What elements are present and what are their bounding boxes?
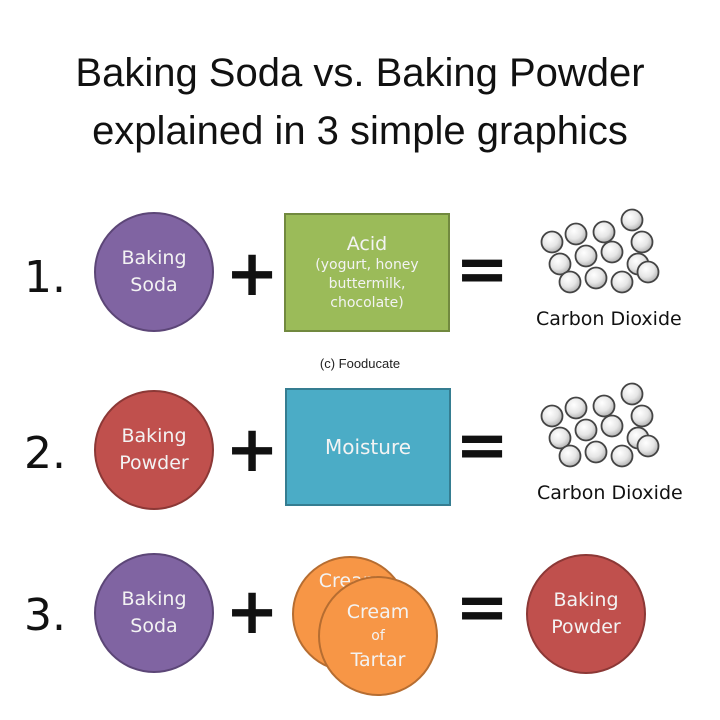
co2-bubble [620, 208, 644, 232]
co2-bubble [584, 440, 608, 464]
co2-bubble [540, 404, 564, 428]
row-1-equals: = [455, 233, 509, 307]
row-1-number: 1. [24, 252, 66, 303]
co2-bubble [592, 220, 616, 244]
row-2-baking-powder-circle: Baking Powder [94, 390, 214, 510]
row-2-equals: = [455, 409, 509, 483]
row-1-baking-soda-circle: Baking Soda [94, 212, 214, 332]
co2-bubble [564, 396, 588, 420]
row-3-baking-soda-circle: Baking Soda [94, 553, 214, 673]
row-1-left-line-1: Baking [121, 247, 187, 269]
row-1-acid-box: Acid (yogurt, honey buttermilk, chocolat… [284, 213, 450, 332]
co2-bubble [636, 434, 660, 458]
row-1-acid-detail-2: buttermilk, [328, 276, 406, 292]
co2-bubble [540, 230, 564, 254]
co2-bubble [574, 244, 598, 268]
co2-bubble [600, 240, 624, 264]
co2-bubble [610, 270, 634, 294]
row-2-plus: + [225, 413, 279, 487]
title-line-2: explained in 3 simple graphics [92, 109, 628, 153]
co2-bubble [584, 266, 608, 290]
row-3-baking-powder-result-circle: Baking Powder [526, 554, 646, 674]
credit-text: (c) Fooducate [319, 356, 401, 371]
row-3-left-line-2: Soda [130, 615, 178, 637]
row-3-number: 3. [24, 590, 66, 641]
row-1-acid-detail-3: chocolate) [330, 295, 404, 311]
row-2-number: 2. [24, 428, 66, 479]
row-3-result-line-1: Baking [553, 589, 619, 611]
row-2-result-label: Carbon Dioxide [537, 482, 683, 504]
row-2-carbon-dioxide-bubbles-icon [540, 382, 660, 468]
row-1-plus: + [225, 237, 279, 311]
co2-bubble [610, 444, 634, 468]
row-2-left-line-1: Baking [121, 425, 187, 447]
row-3-front-line-2: of [371, 628, 385, 644]
co2-bubble [548, 252, 572, 276]
co2-bubble [592, 394, 616, 418]
row-3-cream-of-tartar-circle: Cream of Tartar [318, 576, 438, 696]
row-1-left-line-2: Soda [130, 274, 178, 296]
row-3-left-line-1: Baking [121, 588, 187, 610]
row-3-result-line-2: Powder [551, 616, 621, 638]
row-2-moisture-box: Moisture [285, 388, 451, 506]
co2-bubble [548, 426, 572, 450]
row-3-front-line-1: Cream [346, 601, 410, 623]
co2-bubble [558, 270, 582, 294]
co2-bubble [558, 444, 582, 468]
row-2-left-line-2: Powder [119, 452, 189, 474]
co2-bubble [630, 230, 654, 254]
row-2-moisture-title: Moisture [324, 435, 412, 459]
row-1-acid-detail-1: (yogurt, honey [315, 257, 419, 273]
row-3-plus: + [225, 575, 279, 649]
page-title: Baking Soda vs. Baking Powder explained … [0, 44, 720, 160]
row-3-front-line-3: Tartar [350, 649, 406, 671]
co2-bubble [636, 260, 660, 284]
co2-bubble [564, 222, 588, 246]
row-3-equals: = [455, 571, 509, 645]
co2-bubble [630, 404, 654, 428]
row-1-acid-title: Acid [346, 233, 388, 255]
row-1-carbon-dioxide-bubbles-icon [540, 208, 660, 294]
title-line-1: Baking Soda vs. Baking Powder [75, 51, 645, 95]
co2-bubble [620, 382, 644, 406]
row-1-result-label: Carbon Dioxide [536, 308, 682, 330]
co2-bubble [574, 418, 598, 442]
co2-bubble [600, 414, 624, 438]
